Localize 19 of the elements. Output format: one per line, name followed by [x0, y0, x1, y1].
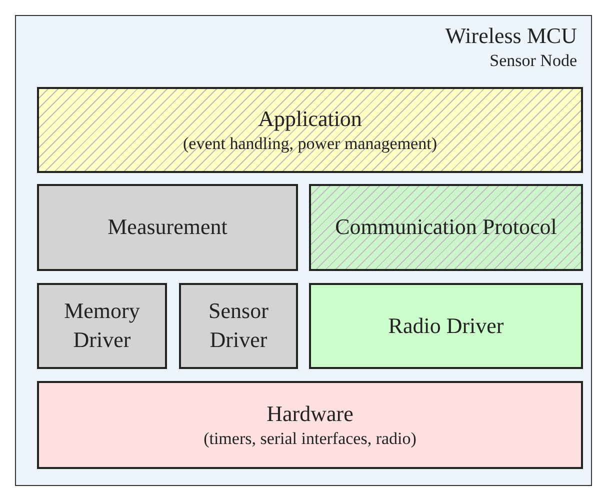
driver-box [309, 283, 583, 369]
frame-subtitle: Sensor Node [488, 50, 577, 72]
layer-title: Radio Driver [388, 312, 504, 340]
hardware-layer-box [37, 381, 583, 469]
driver-box [179, 283, 298, 369]
measurement-box [37, 184, 298, 271]
layer-title: Hardware [266, 400, 354, 428]
layer-title: Application [258, 104, 362, 133]
protocol-layer-box [309, 184, 583, 271]
application-layer-box [37, 87, 583, 173]
layer-title: Sensor Driver [208, 297, 270, 354]
layer-description: (event handling, power management) [183, 133, 437, 156]
layer-title: Memory Driver [63, 297, 141, 354]
frame-title: Wireless MCU [445, 22, 577, 50]
layer-description: (timers, serial interfaces, radio) [204, 428, 416, 450]
driver-box [37, 283, 167, 369]
layer-title: Measurement [108, 213, 228, 242]
layer-title: Communication Protocol [335, 213, 557, 242]
device-frame [15, 15, 592, 486]
